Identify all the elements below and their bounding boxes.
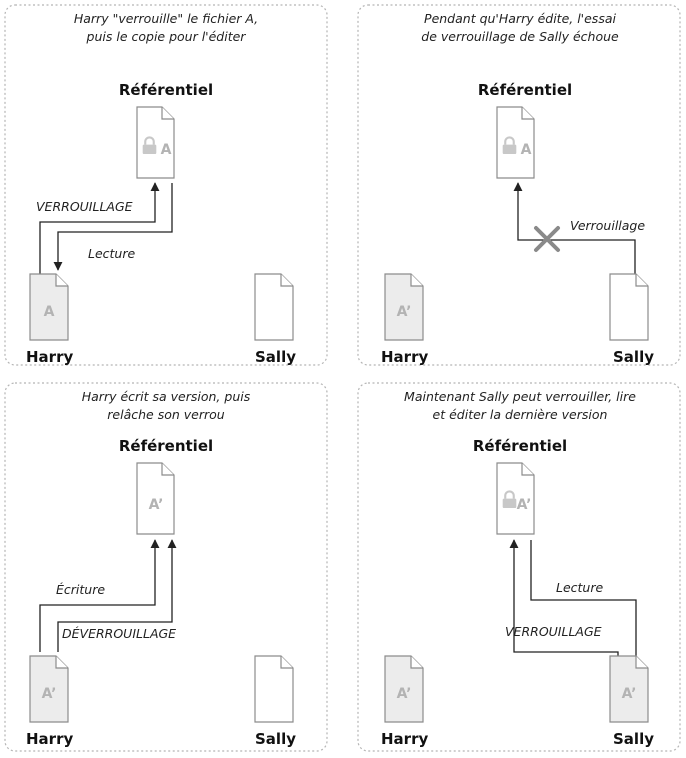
panel-3-write-arrow <box>39 539 160 652</box>
panel-3-caption-line-2: relâche son verrou <box>107 407 224 422</box>
panel-4-read-label: Lecture <box>556 580 603 595</box>
panel-4-repository-label: Référentiel <box>473 437 567 455</box>
panel-4-harry-file-icon: A’ <box>384 655 424 723</box>
panel-1-sally-file-icon <box>254 273 294 341</box>
panel-2-harry-file-icon: A’ <box>384 273 424 341</box>
panel-1-read-arrow <box>53 183 173 271</box>
panel-3-write-label: Écriture <box>56 582 105 597</box>
panel-4-harry-label: Harry <box>381 730 428 748</box>
panel-2: Pendant qu'Harry édite, l'essai de verro… <box>357 4 681 366</box>
panel-2-repository-file-label: A <box>521 142 532 158</box>
panel-4-sally-file-label: A’ <box>622 686 637 702</box>
panel-4: Maintenant Sally peut verrouiller, lire … <box>357 382 681 752</box>
panel-1-harry-file-label: A <box>44 304 55 320</box>
panel-1-lock-label: VERROUILLAGE <box>36 199 133 214</box>
panel-1-sally-label: Sally <box>255 348 296 366</box>
panel-1-harry-file-icon: A <box>29 273 69 341</box>
panel-4-caption-line-1: Maintenant Sally peut verrouiller, lire <box>404 389 636 404</box>
panel-3-repository-file-icon: A’ <box>136 462 175 535</box>
panel-2-caption-line-2: de verrouillage de Sally échoue <box>421 29 619 44</box>
panel-2-harry-label: Harry <box>381 348 428 366</box>
panel-1-repository-file-icon: A <box>136 106 175 179</box>
panel-3-harry-label: Harry <box>26 730 73 748</box>
panel-2-failed-lock-cross-icon <box>534 226 560 252</box>
panel-4-repository-file-label: A’ <box>517 497 532 513</box>
panel-3-sally-label: Sally <box>255 730 296 748</box>
panel-3-harry-file-icon: A’ <box>29 655 69 723</box>
panel-3-repository-file-label: A’ <box>149 497 164 513</box>
panel-2-sally-label: Sally <box>613 348 654 366</box>
panel-2-lock-arrow <box>513 182 636 282</box>
panel-4-harry-file-label: A’ <box>397 686 412 702</box>
panel-1-harry-label: Harry <box>26 348 73 366</box>
panel-3-sally-file-icon <box>254 655 294 723</box>
panel-4-lock-label: VERROUILLAGE <box>505 624 602 639</box>
panel-1-lock-arrow <box>39 182 160 283</box>
panel-3-repository-label: Référentiel <box>119 437 213 455</box>
panel-4-sally-file-icon: A’ <box>609 655 649 723</box>
panel-1-read-label: Lecture <box>88 246 135 261</box>
panel-1-repository-file-label: A <box>161 142 172 158</box>
panel-2-sally-file-icon <box>609 273 649 341</box>
panel-3-unlock-label: DÉVERROUILLAGE <box>62 626 176 641</box>
panel-3-unlock-arrow <box>57 539 177 652</box>
panel-3-harry-file-label: A’ <box>42 686 57 702</box>
panel-3-caption-line-1: Harry écrit sa version, puis <box>82 389 251 404</box>
panel-4-caption-line-2: et éditer la dernière version <box>433 407 608 422</box>
panel-2-harry-file-label: A’ <box>397 304 412 320</box>
panel-2-repository-file-icon: A <box>496 106 535 179</box>
panel-3: Harry écrit sa version, puis relâche son… <box>4 382 328 752</box>
panel-2-caption-line-1: Pendant qu'Harry édite, l'essai <box>424 11 616 26</box>
panel-4-repository-file-icon: A’ <box>496 462 535 535</box>
panel-4-read-arrow <box>530 540 641 683</box>
panel-4-sally-label: Sally <box>613 730 654 748</box>
panel-2-repository-label: Référentiel <box>478 81 572 99</box>
panel-1-caption-line-2: puis le copie pour l'éditer <box>86 29 247 44</box>
panel-1-caption-line-1: Harry "verrouille" le fichier A, <box>74 11 258 26</box>
panel-2-lock-label: Verrouillage <box>570 218 645 233</box>
panel-1: Harry "verrouille" le fichier A, puis le… <box>4 4 328 366</box>
panel-1-repository-label: Référentiel <box>119 81 213 99</box>
